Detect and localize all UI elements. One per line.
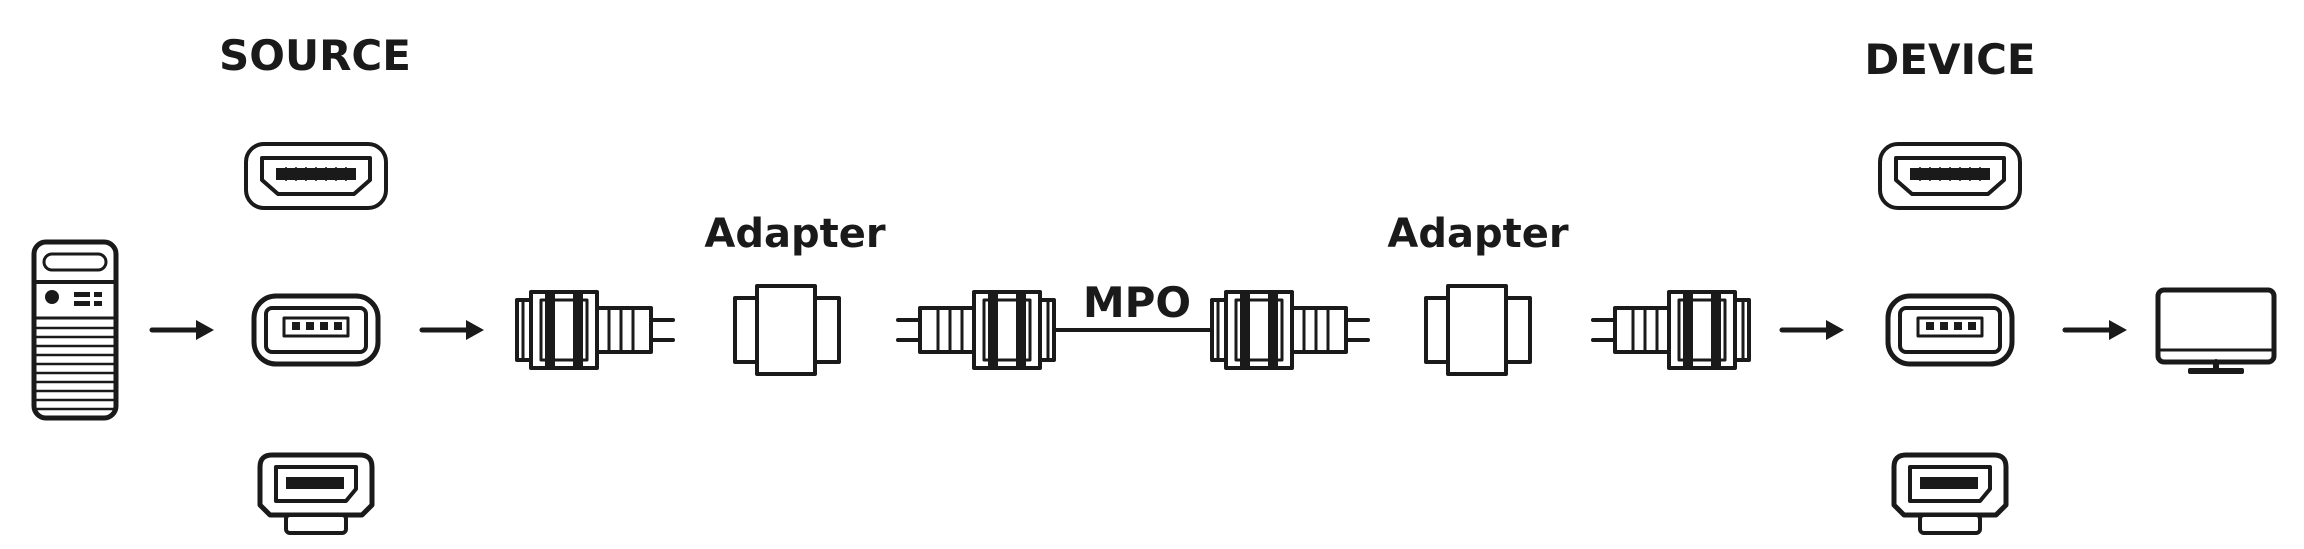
usb-c-port-icon <box>1888 296 2012 364</box>
mpo-connector-icon <box>515 290 675 370</box>
adapter-label-left: Adapter <box>704 211 885 257</box>
mpo-connector-icon <box>1591 290 1751 370</box>
adapter-coupler-icon <box>1424 284 1532 376</box>
mpo-connector-icon <box>1210 290 1370 370</box>
arrow-right-icon <box>2065 320 2127 340</box>
arrow-right-icon <box>1782 320 1844 340</box>
hdmi-port-icon <box>1878 142 2022 210</box>
device-label: DEVICE <box>1864 35 2035 84</box>
monitor-icon <box>2155 287 2277 374</box>
adapter-coupler-icon <box>733 284 841 376</box>
displayport-icon <box>260 455 372 533</box>
arrow-right-icon <box>422 320 484 340</box>
usb-c-port-icon <box>254 296 378 364</box>
arrow-right-icon <box>152 320 214 340</box>
mpo-connector-icon <box>896 290 1056 370</box>
mpo-label: MPO <box>1083 278 1191 327</box>
source-label: SOURCE <box>219 31 411 80</box>
displayport-icon <box>1894 455 2006 533</box>
pc-tower-icon <box>31 239 119 421</box>
adapter-label-right: Adapter <box>1387 211 1568 257</box>
hdmi-port-icon <box>244 142 388 210</box>
